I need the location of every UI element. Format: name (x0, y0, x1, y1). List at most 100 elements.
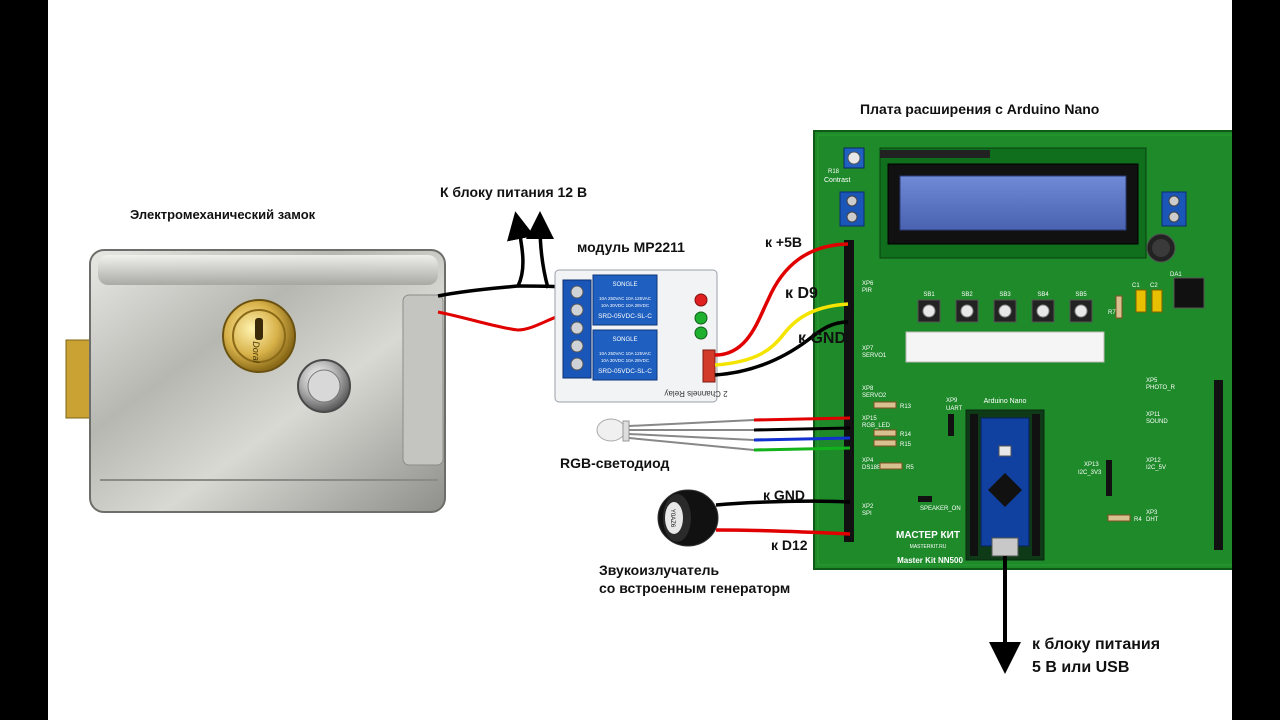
button-cap-sb1 (922, 304, 936, 318)
relay-module: SONGLE 10A 250VAC 10A 125VAC 10A 30VDC 1… (554, 269, 728, 403)
connector-label-xp8: XP8 (862, 386, 874, 392)
diagram-canvas: Doral SONGLE 10A 250VAC 10A 125VAC 10A 3… (48, 0, 1232, 720)
rgb-leg-1 (628, 419, 755, 427)
power12-wire-black (437, 211, 535, 298)
buzzer-wires (715, 499, 851, 536)
power5-label-line2: 5 В или USB (1032, 659, 1130, 676)
header-xp13 (1106, 460, 1112, 496)
resistor-label-r4: R4 (1134, 517, 1142, 523)
relay-2 (592, 329, 658, 381)
rgb-label: RGB-светодиод (560, 455, 670, 471)
gnd-top-label: к GND (798, 330, 847, 347)
rgb-wires (753, 416, 851, 452)
board-model-text: Master Kit NN500 (897, 556, 963, 565)
connector-sub-xp4: DS18B20 (862, 465, 888, 471)
button-label-sb4: SB4 (1037, 292, 1049, 298)
wire-gnd-black (714, 320, 849, 377)
electromechanical-lock: Doral (65, 249, 446, 513)
nano-chip (988, 473, 1022, 507)
resistor-label-r13: R13 (900, 404, 912, 410)
lock-keyhole (255, 318, 263, 340)
rgb-led-bulb (596, 418, 626, 442)
relay-input-header (702, 349, 716, 383)
label-strip (905, 331, 1105, 363)
button-cap-sb3 (998, 304, 1012, 318)
board-label: Плата расширения с Arduino Nano (860, 101, 1100, 117)
connector-label-xp12: XP12 (1146, 458, 1161, 464)
left-connectors: XP6PIRXP7SERVO1XP8SERVO2XP15RGB_LEDXP4DS… (862, 281, 891, 517)
r7-label: R7 (1108, 310, 1116, 316)
connector-label-xp11: XP11 (1146, 412, 1161, 418)
resistor-r5 (879, 462, 903, 470)
connector-label-xp4: XP4 (862, 458, 874, 464)
rgb-led-base (622, 420, 630, 442)
rgb-leg-4 (628, 437, 755, 451)
relay-1-spec-1: 10A 250VAC 10A 125VAC (599, 296, 652, 301)
button-label-sb2: SB2 (961, 292, 973, 298)
lcd-screen (899, 175, 1127, 231)
relay-led-green-1 (694, 311, 708, 325)
resistor-r4 (1107, 514, 1131, 522)
connector-label-xp5: XP5 (1146, 378, 1158, 384)
button-label-sb1: SB1 (923, 292, 935, 298)
connector-sub-xp12: I2C_5V (1146, 465, 1166, 471)
nano-header-left (970, 414, 978, 556)
relay-2-spec-1: 10A 250VAC 10A 125VAC (599, 351, 652, 356)
arduino-nano: Arduino Nano (965, 398, 1045, 561)
resistor-r13 (873, 401, 897, 409)
relay-2-model: SRD-05VDC-SL-C (598, 368, 652, 375)
lock-top-plate (98, 255, 438, 285)
buzzer-label (665, 502, 683, 534)
connector-sub-xp3: DHT (1146, 517, 1159, 523)
relay-1-brand: SONGLE (612, 282, 637, 288)
button-cap-sb4 (1036, 304, 1050, 318)
plus5v-label: к +5В (765, 234, 802, 250)
wire-rgb-green (753, 446, 851, 452)
relay-2-brand: SONGLE (612, 337, 637, 343)
c1-label: C1 (1132, 283, 1140, 289)
connector-label-xp6: XP6 (862, 281, 874, 287)
connector-sub-xp8: SERVO2 (862, 393, 887, 399)
voltage-regulator-da1 (1173, 277, 1205, 309)
lock-brand-text: Doral (251, 341, 261, 364)
xp9-label: XP9 (946, 398, 958, 404)
buzzer-label-line1: Звукоизлучатель (599, 562, 720, 578)
brand-sub-text: MASTERKIT.RU (910, 544, 947, 550)
button-label-sb3: SB3 (999, 292, 1011, 298)
left-header-column (844, 240, 854, 542)
buzzer-label-text: Y0AZ6 (669, 509, 675, 528)
header-xp9 (948, 414, 954, 436)
nano-usb (991, 537, 1019, 557)
r18-label: R18 (828, 169, 840, 175)
buzzer: Y0AZ6 (657, 489, 719, 547)
power12-label: К блоку питания 12 В (440, 184, 588, 200)
header-j1 (918, 496, 932, 502)
power12-arrow-right (526, 211, 555, 289)
lock-release-button-inner (307, 369, 341, 403)
capacitor-c2 (1151, 289, 1163, 313)
lock-body (89, 249, 446, 513)
contrast-label: Contrast (824, 177, 851, 184)
relay-led-red (694, 293, 708, 307)
connector-sub-xp6: PIR (862, 288, 873, 294)
i2c3v3-label: I2C_3V3 (1078, 470, 1102, 476)
lock-cylinder-inner (232, 309, 286, 363)
resistor-label-r14: R14 (900, 432, 912, 438)
relay-terminal-screws (570, 285, 584, 371)
relay-1-spec-2: 10A 30VDC 10A 28VDC (601, 303, 650, 308)
wire-buzzer-black (715, 499, 851, 507)
wiring-diagram: Doral SONGLE 10A 250VAC 10A 125VAC 10A 3… (65, 130, 1232, 674)
wire-5v-red (714, 242, 849, 357)
lock-wire-red (437, 308, 577, 332)
wire-rgb-black (753, 426, 851, 432)
nano-title: Arduino Nano (984, 398, 1027, 405)
button-cap-sb2 (960, 304, 974, 318)
lock-label: Электромеханический замок (130, 207, 316, 222)
lock-side-plate (402, 294, 444, 466)
rgb-leg-3 (628, 433, 755, 441)
da1-label: DA1 (1170, 272, 1182, 278)
relay-1-model: SRD-05VDC-SL-C (598, 313, 652, 320)
xp13-label: XP13 (1084, 462, 1099, 468)
